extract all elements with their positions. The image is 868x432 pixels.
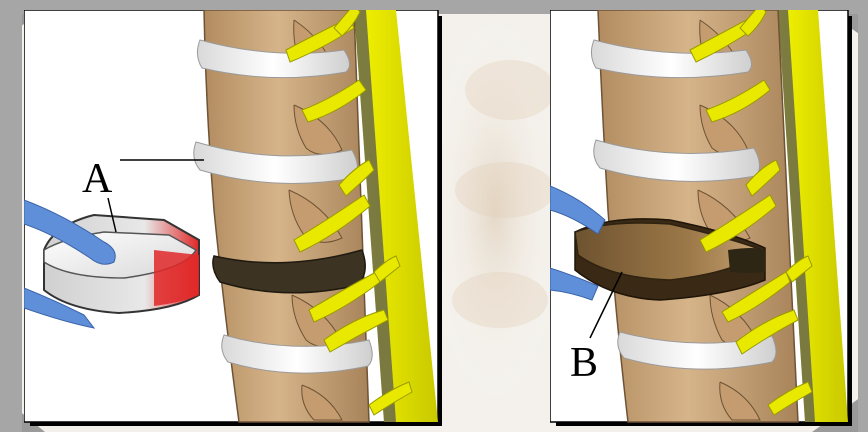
panel-left-illustration — [24, 10, 442, 426]
panel-left: A — [24, 10, 442, 426]
label-a: A — [82, 158, 112, 200]
panel-right: B — [550, 10, 852, 426]
label-b: B — [570, 342, 598, 384]
